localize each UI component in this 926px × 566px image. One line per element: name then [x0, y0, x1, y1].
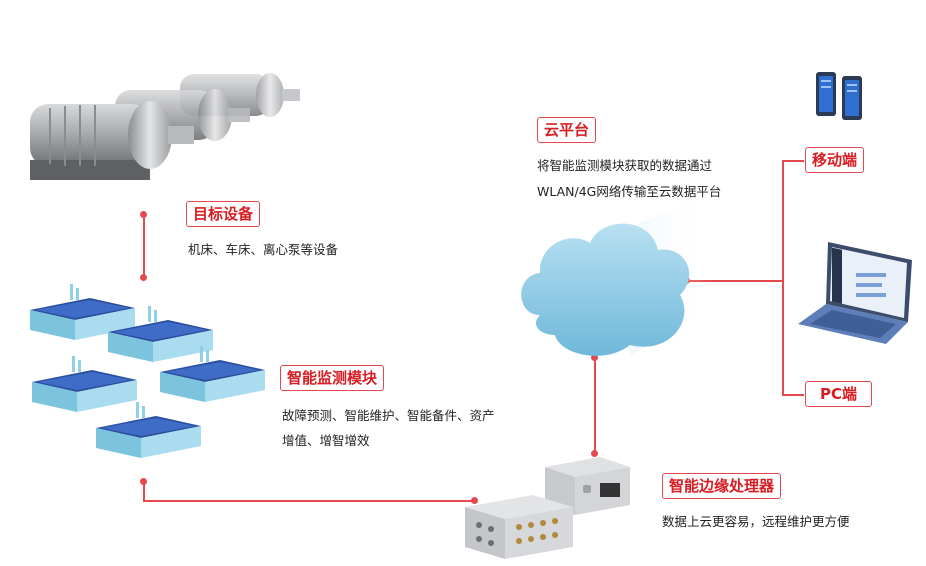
- edge-processor-label: 智能边缘处理器: [662, 473, 782, 499]
- target-device-label: 目标设备: [186, 201, 261, 227]
- connector-device-to-module: [143, 214, 145, 278]
- connector-cloud-to-terminals-h: [687, 280, 783, 282]
- connector-dot: [471, 497, 478, 504]
- connector-dot: [140, 274, 147, 281]
- pc-label: PC端: [805, 381, 873, 407]
- gear-motor-illustration: [30, 73, 300, 180]
- monitor-module-description-line1: 故障预测、智能维护、智能备件、资产: [282, 408, 495, 423]
- edge-processor-description: 数据上云更容易，远程维护更方便: [662, 514, 850, 529]
- monitor-module-description-line2: 增值、增智增效: [282, 433, 370, 448]
- cloud-platform-label: 云平台: [537, 117, 597, 143]
- connector-dot: [140, 211, 147, 218]
- connector-dot: [591, 354, 598, 361]
- mobile-phone-illustration: [816, 72, 862, 120]
- cloud-platform-description-line1: 将智能监测模块获取的数据通过: [537, 158, 713, 173]
- connector-to-pc: [782, 394, 804, 396]
- connector-dot: [140, 478, 147, 485]
- connector-module-to-edge-h: [143, 500, 476, 502]
- monitor-module-label: 智能监测模块: [280, 365, 385, 391]
- monitor-module-illustration: [30, 284, 265, 458]
- laptop-illustration: [798, 242, 912, 344]
- cloud-platform-description-line2: WLAN/4G网络传输至云数据平台: [537, 184, 722, 199]
- connector-dot: [591, 450, 598, 457]
- connector-cloud-to-edge: [594, 357, 596, 453]
- connector-module-to-edge-v: [143, 481, 145, 501]
- connector-terminals-v: [782, 160, 784, 395]
- mobile-label: 移动端: [805, 147, 865, 173]
- target-device-description: 机床、车床、离心泵等设备: [188, 242, 339, 257]
- edge-processor-illustration: [465, 457, 630, 559]
- connector-to-mobile: [782, 160, 804, 162]
- cloud-illustration: [521, 195, 710, 356]
